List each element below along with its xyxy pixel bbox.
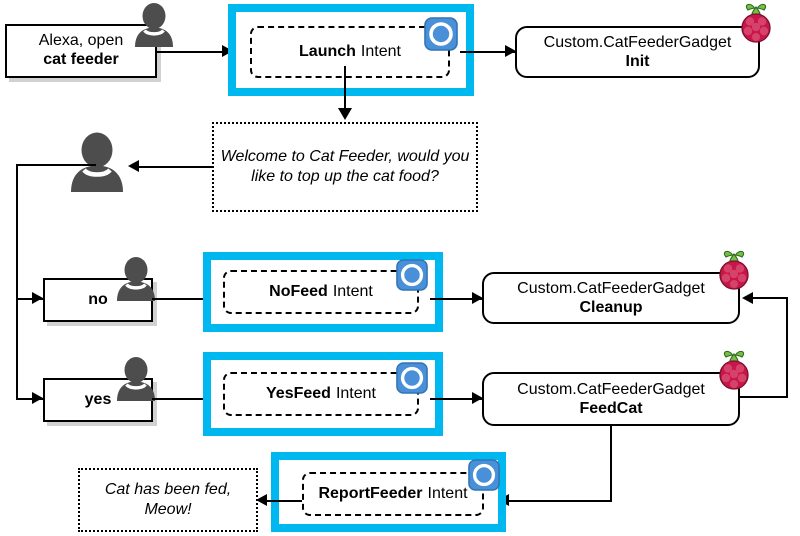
gadget-cleanup-box[interactable]: Custom.CatFeederGadget Cleanup [482,272,740,324]
gadget-feedcat-box[interactable]: Custom.CatFeederGadget FeedCat [482,372,740,426]
connector-nofeed-to-cleanup [430,298,484,300]
prompt-fed-box: Cat has been fed, Meow! [78,468,258,532]
yesfeed-intent-suffix: Intent [335,385,376,402]
arrowhead-prompt-fed-in [256,494,267,506]
raspberry-pi-icon [712,248,756,292]
connector-rail-to-no [16,298,44,300]
connector-loop-into-cleanup [752,297,788,299]
gadget-init-line2: Init [625,53,650,70]
prompt-welcome-box: Welcome to Cat Feeder, would you like to… [212,122,478,212]
connector-launch-to-init [460,51,518,53]
connector-no-to-nofeed [152,298,209,300]
utterance-yes-text: yes [84,390,112,408]
alexa-icon [468,459,500,491]
user-icon [66,130,128,192]
gadget-cleanup-line1: Custom.CatFeederGadget [517,279,705,297]
connector-rail-to-yes [16,398,44,400]
connector-utterance-to-launch [155,51,225,53]
connector-prompt-to-user [132,166,214,168]
connector-user-rail-top [16,164,96,166]
reportfeeder-intent-name: ReportFeeder [318,485,423,502]
user-icon [113,255,159,301]
alexa-icon [396,362,428,394]
prompt-fed-text: Cat has been fed, Meow! [104,481,232,518]
user-icon [131,1,177,47]
utterance-open-cat-feeder[interactable]: Alexa, open cat feeder [5,24,157,78]
connector-yes-to-yesfeed [152,398,209,400]
connector-yesfeed-to-feedcat [430,398,484,400]
alexa-icon [396,259,428,291]
arrowhead-yes-in [32,392,43,404]
connector-user-rail-vertical [16,164,18,400]
raspberry-pi-icon [734,1,778,45]
arrowhead-feedcat-in [472,392,483,404]
arrowhead-cleanup-loop-in [742,292,753,304]
nofeed-intent-suffix: Intent [332,283,373,300]
gadget-feedcat-line2: FeedCat [579,400,643,417]
utterance-open-text: Alexa, open cat feeder [39,32,124,70]
prompt-welcome-text: Welcome to Cat Feeder, would you like to… [220,148,470,185]
gadget-init-box[interactable]: Custom.CatFeederGadget Init [515,26,760,78]
connector-feedcat-down [610,424,612,502]
launch-intent-suffix: Intent [360,43,401,60]
nofeed-intent-name: NoFeed [269,283,328,300]
arrowhead-no-in [32,292,43,304]
launch-intent-name: Launch [299,43,356,60]
connector-feedcat-right [738,396,788,398]
alexa-icon [424,17,458,51]
arrowhead-cleanup-in [472,292,483,304]
arrowhead-launch-in [222,45,233,57]
connector-down-to-report [506,500,612,502]
raspberry-pi-icon [712,348,756,392]
connector-loop-vertical [786,297,788,397]
reportfeeder-intent-suffix: Intent [427,485,468,502]
connector-report-to-prompt [262,500,302,502]
user-icon [113,355,159,401]
arrowhead-user-in [128,160,139,172]
connector-launch-to-prompt [344,66,346,114]
gadget-init-line1: Custom.CatFeederGadget [543,33,732,51]
utterance-no-text: no [88,290,108,308]
utterance-open-line2: cat feeder [43,51,119,68]
utterance-open-line1: Alexa, open [38,32,124,50]
arrowhead-init-in [505,45,516,57]
gadget-cleanup-line2: Cleanup [579,299,643,316]
gadget-feedcat-line1: Custom.CatFeederGadget [517,380,705,398]
arrowhead-prompt-in [338,108,352,120]
yesfeed-intent-name: YesFeed [266,385,331,402]
